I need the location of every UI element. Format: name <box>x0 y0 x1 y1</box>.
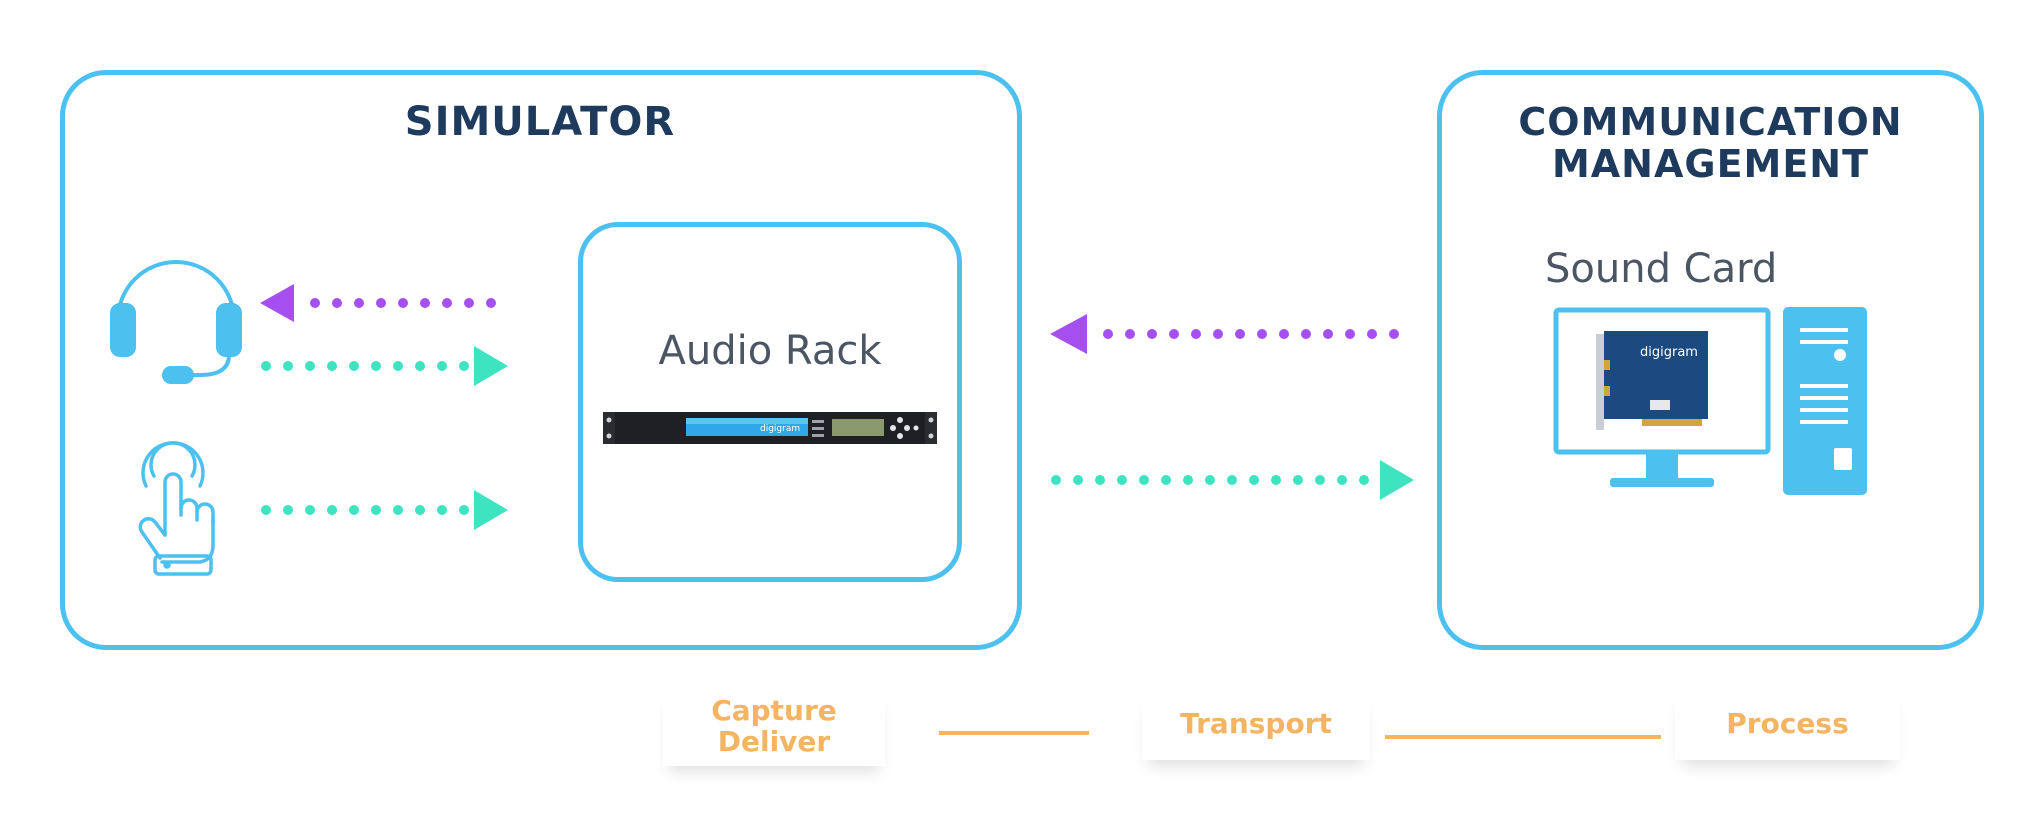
rack-brand-text: digigram <box>760 424 800 434</box>
stage-process: Process <box>1675 688 1900 760</box>
computer-tower-icon <box>1783 307 1867 495</box>
connector-1 <box>939 731 1089 735</box>
arrow-simulator-to-management <box>1051 460 1414 500</box>
communication-title-line1: COMMUNICATION <box>1518 100 1903 144</box>
arrow-management-to-simulator <box>1050 314 1399 354</box>
communication-title: COMMUNICATION MANAGEMENT <box>1437 100 1984 186</box>
sound-card-icon: digigram <box>1596 331 1708 430</box>
simulator-title: SIMULATOR <box>404 99 676 145</box>
headset-icon <box>110 260 242 384</box>
computer-monitor-icon <box>1553 307 1771 487</box>
connector-2 <box>1385 735 1661 739</box>
communication-panel <box>1437 70 1984 650</box>
touch-hand-icon <box>138 441 215 576</box>
communication-title-line2: MANAGEMENT <box>1551 141 1870 186</box>
stage-capture-deliver: Capture Deliver <box>663 688 885 766</box>
arrow-headset-to-rack <box>261 346 508 386</box>
audio-rack-device-icon: digigram <box>603 412 937 444</box>
stage-transport: Transport <box>1142 688 1370 760</box>
arrow-touch-to-rack <box>261 490 508 530</box>
audio-rack-panel <box>578 222 962 582</box>
sound-card-label: Sound Card <box>1545 246 1778 292</box>
arrow-rack-to-headset <box>260 284 496 322</box>
audio-rack-label: Audio Rack <box>658 328 882 374</box>
sound-card-brand-text: digigram <box>1640 345 1698 360</box>
